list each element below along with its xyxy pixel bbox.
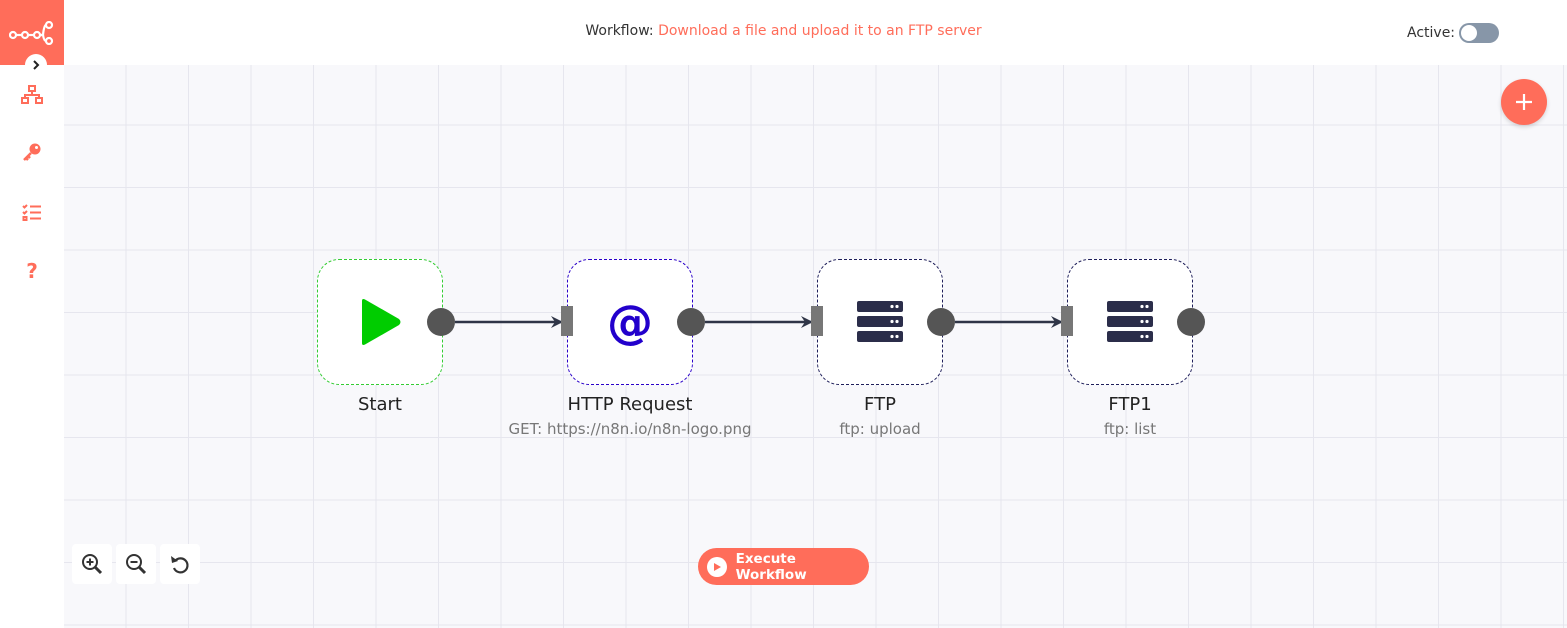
zoom-out-icon	[126, 554, 147, 575]
active-toggle[interactable]	[1459, 23, 1500, 43]
zoom-in-icon	[82, 554, 103, 575]
workflow-title-prefix: Workflow:	[585, 23, 654, 39]
workflow-title: Workflow: Download a file and upload it …	[64, 23, 1503, 39]
node-http-request-output[interactable]	[677, 308, 705, 336]
at-icon: @	[607, 295, 653, 349]
node-start-output[interactable]	[427, 308, 455, 336]
reset-zoom-button[interactable]	[160, 544, 200, 584]
sidebar-item-workflows[interactable]	[20, 83, 44, 107]
network-icon	[21, 85, 43, 104]
execute-workflow-label: Execute Workflow	[735, 550, 807, 583]
plus-icon	[1516, 94, 1532, 110]
execute-workflow-button[interactable]: Execute Workflow	[698, 548, 869, 585]
header: Workflow: Download a file and upload it …	[64, 0, 1567, 65]
help-icon[interactable]: ?	[26, 259, 38, 283]
node-ftp1-label: FTP1	[1108, 394, 1152, 415]
node-start-label: Start	[358, 394, 402, 415]
node-ftp1-output[interactable]	[1177, 308, 1205, 336]
node-ftp-subtitle: ftp: upload	[839, 420, 921, 438]
node-ftp-label: FTP	[864, 394, 896, 415]
zoom-in-button[interactable]	[72, 544, 112, 584]
node-http-request-subtitle: GET: https://n8n.io/n8n-logo.png	[508, 420, 752, 438]
node-ftp-output[interactable]	[927, 308, 955, 336]
play-icon	[713, 562, 721, 571]
sidebar-item-credentials[interactable]	[20, 140, 44, 164]
node-ftp1-subtitle: ftp: list	[1103, 420, 1157, 438]
node-ftp1[interactable]	[1067, 259, 1193, 385]
workflow-name[interactable]: Download a file and upload it to an FTP …	[658, 23, 982, 39]
active-control: Active:	[1407, 23, 1500, 43]
chevron-right-icon	[33, 60, 40, 70]
node-ftp1-input[interactable]	[1061, 306, 1073, 336]
node-ftp-input[interactable]	[811, 306, 823, 336]
node-start[interactable]	[317, 259, 443, 385]
server-icon	[1107, 301, 1153, 342]
active-label: Active:	[1407, 25, 1456, 41]
node-http-request-label: HTTP Request	[567, 394, 693, 415]
add-node-button[interactable]	[1501, 79, 1547, 125]
server-icon	[857, 301, 903, 342]
node-http-request-input[interactable]	[561, 306, 573, 336]
play-circle-icon	[707, 556, 727, 577]
task-list-icon	[22, 204, 41, 221]
node-ftp[interactable]	[817, 259, 943, 385]
zoom-out-button[interactable]	[116, 544, 156, 584]
node-http-request[interactable]: @	[567, 259, 693, 385]
key-icon	[23, 143, 41, 161]
undo-icon	[171, 556, 189, 574]
expand-sidebar-button[interactable]	[25, 54, 47, 76]
toggle-knob	[1461, 25, 1478, 41]
sidebar: ?	[0, 0, 64, 628]
connections	[455, 316, 1063, 328]
play-icon	[362, 299, 401, 345]
workflow-canvas[interactable]: Start @ HTTP Request GET: https://n8n.io…	[64, 65, 1567, 628]
logo-icon	[9, 21, 54, 45]
sidebar-item-executions[interactable]	[20, 200, 44, 224]
